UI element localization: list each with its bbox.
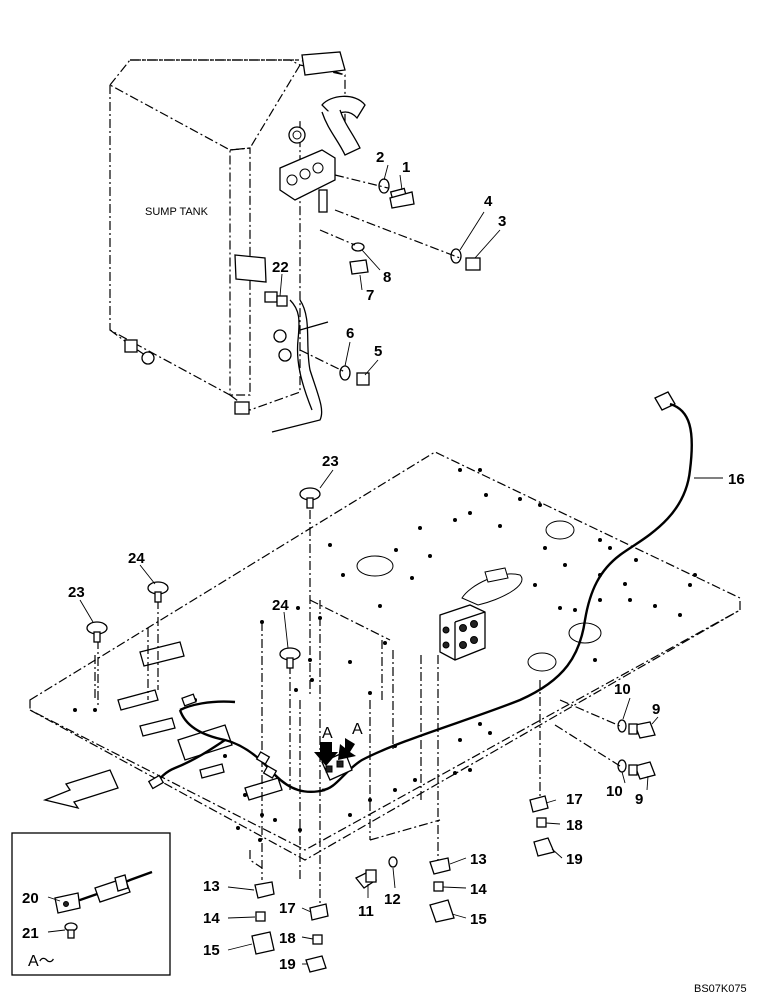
callout-18a: 18 [566,817,583,834]
callout-19b: 19 [279,956,296,973]
callout-19a: 19 [566,851,583,868]
callout-11: 11 [358,903,374,920]
callout-23a: 23 [322,453,339,470]
leader-lines [47,164,723,965]
view-mark-a2: A [352,721,363,738]
callout-14b: 14 [203,910,220,927]
callout-3: 3 [498,213,506,230]
forward-arrow-icon [42,769,119,810]
callout-22: 22 [272,259,289,276]
callout-20: 20 [22,890,39,907]
callout-1: 1 [402,159,410,176]
drawing-code: BS07K075 [694,983,747,995]
callout-9b: 9 [635,791,643,808]
wire-harness-16 [147,391,693,794]
detail-caption: A～ [28,953,55,970]
callout-23b: 23 [68,584,85,601]
callout-14a: 14 [470,881,487,898]
sump-tank: SUMP TANK [109,51,366,433]
callout-13a: 13 [470,851,487,868]
callout-15a: 15 [470,911,487,928]
callout-17a: 17 [566,791,583,808]
callouts: 1 2 3 4 5 6 7 8 9 9 10 10 11 12 13 13 14… [22,149,745,973]
callout-24b: 24 [272,597,289,614]
tank-label: SUMP TANK [145,206,209,218]
fittings-9-10 [554,699,656,780]
view-arrows: A A [314,721,363,766]
floor-plate [29,451,741,912]
callout-10a: 10 [614,681,631,698]
valve-block [439,604,486,661]
callout-17b: 17 [279,900,296,917]
bolts-23-24 [86,487,321,669]
callout-8: 8 [383,269,391,286]
callout-7: 7 [366,287,374,304]
callout-12: 12 [384,891,401,908]
callout-2: 2 [376,149,384,166]
callout-9a: 9 [652,701,660,718]
clamps-13-19 [251,795,555,973]
callout-5: 5 [374,343,382,360]
callout-6: 6 [346,325,354,342]
callout-15b: 15 [203,942,220,959]
view-mark-a1: A [322,725,333,742]
callout-18b: 18 [279,930,296,947]
detail-view-a: A～ [11,832,171,976]
plate-holes [73,468,697,842]
callout-21: 21 [22,925,39,942]
callout-4: 4 [484,193,493,210]
callout-16: 16 [728,471,745,488]
callout-10b: 10 [606,783,623,800]
callout-13b: 13 [203,878,220,895]
callout-24a: 24 [128,550,145,567]
fittings-11-12 [354,856,398,889]
